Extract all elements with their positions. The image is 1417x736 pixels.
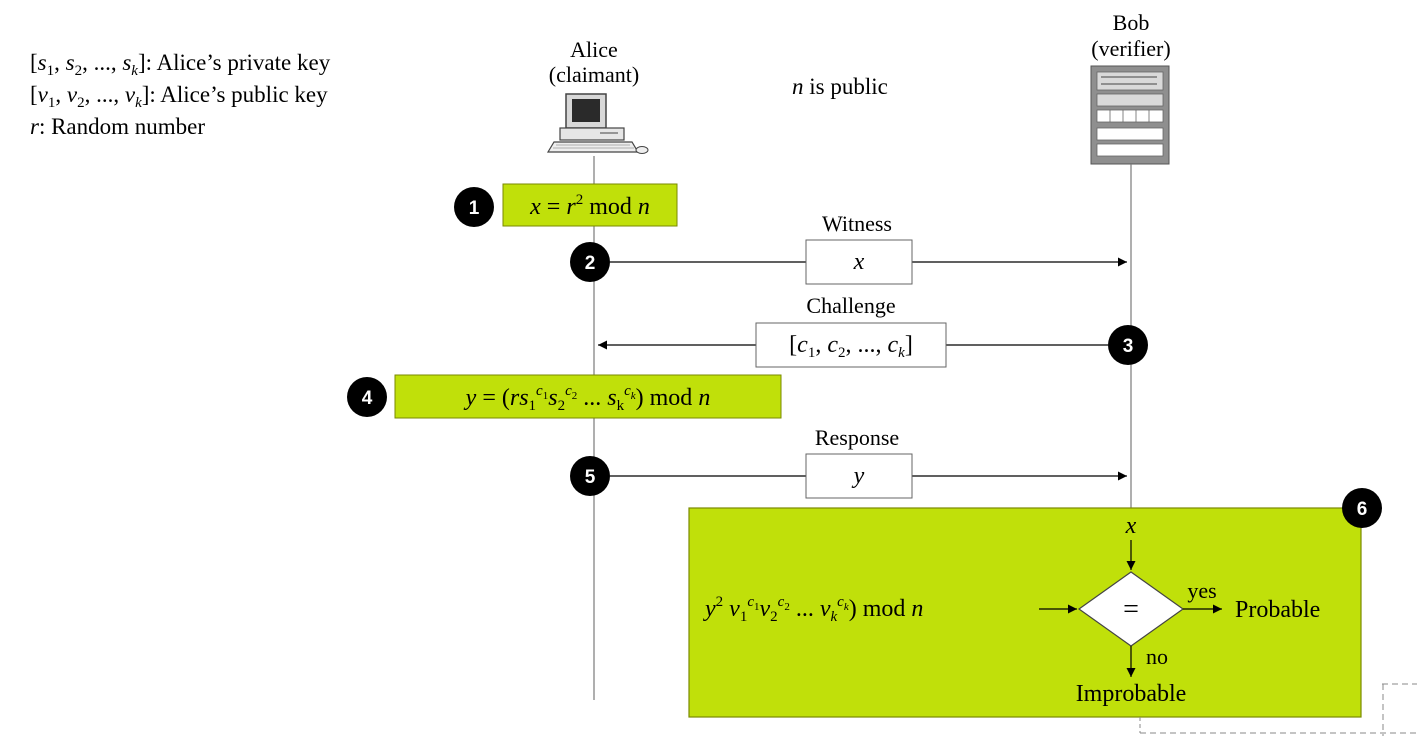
- challenge-label: Challenge: [806, 293, 895, 318]
- alice-role: (claimant): [549, 62, 639, 87]
- legend-private-key: [s1, s2, ..., sk]: Alice’s private key: [30, 50, 331, 79]
- step-5-marker: [570, 456, 610, 496]
- step-4-box: [394, 374, 782, 419]
- bob-role: (verifier): [1091, 36, 1170, 61]
- step-1-number: 1: [469, 198, 480, 219]
- step-6-box: [688, 507, 1362, 718]
- step-4-expression: y = (rs1c1s2c2 ... skck) mod n: [464, 383, 711, 414]
- legend-random: r: Random number: [30, 114, 205, 139]
- compare-sign: =: [1123, 594, 1139, 625]
- server-icon: [1090, 65, 1170, 165]
- computer-icon: [546, 93, 649, 154]
- step-6-number: 6: [1357, 499, 1368, 520]
- step-6-marker: [1342, 488, 1382, 528]
- step-1-box: [502, 183, 678, 227]
- public-note: n is public: [792, 74, 888, 99]
- witness-value: x: [853, 249, 865, 275]
- bob-name: Bob: [1113, 10, 1150, 35]
- step-3-marker: [1108, 325, 1148, 365]
- response-value: y: [852, 463, 865, 489]
- yes-label: yes: [1187, 578, 1216, 603]
- challenge-box: [755, 322, 947, 368]
- challenge-value: [c1, c2, ..., ck]: [789, 332, 913, 361]
- witness-box: [805, 239, 913, 285]
- step-4-marker: [347, 377, 387, 417]
- step-4-number: 4: [362, 388, 373, 409]
- alice-name: Alice: [570, 37, 618, 62]
- response-label: Response: [815, 425, 899, 450]
- verify-left-expression: y2 v1c1v2c2 ... vkck) mod n: [703, 594, 923, 625]
- no-label: no: [1146, 644, 1168, 669]
- step-2-marker: [570, 242, 610, 282]
- improbable-result: Improbable: [1076, 681, 1187, 707]
- probable-result: Probable: [1235, 597, 1320, 623]
- step-2-number: 2: [585, 253, 596, 274]
- step-3-number: 3: [1123, 336, 1134, 357]
- step-5-number: 5: [585, 467, 596, 488]
- legend-public-key: [v1, v2, ..., vk]: Alice’s public key: [30, 82, 328, 111]
- verify-input-x: x: [1125, 513, 1137, 539]
- step-1-marker: [454, 187, 494, 227]
- response-box: [805, 453, 913, 499]
- step-1-expression: x = r2 mod n: [529, 192, 650, 220]
- witness-label: Witness: [822, 211, 892, 236]
